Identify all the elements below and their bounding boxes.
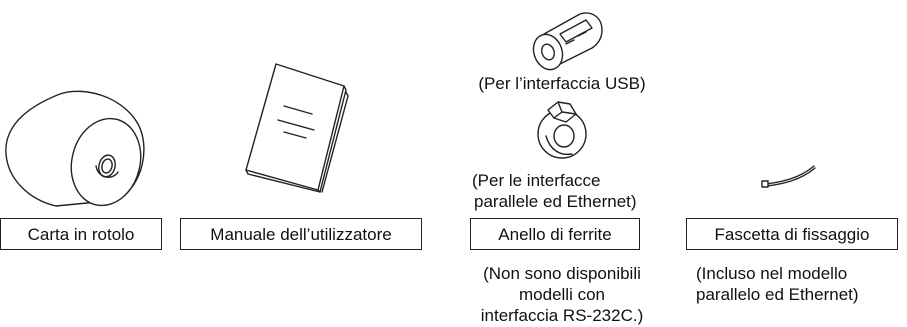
cable-tie-note-line2: parallelo ed Ethernet) — [696, 285, 859, 304]
manual-label: Manuale dell’utilizzatore — [180, 218, 422, 250]
ferrite-note-line2: modelli con — [519, 285, 605, 304]
parallel-caption-line1: (Per le interfacce — [472, 171, 601, 190]
manual-icon — [245, 63, 349, 193]
usb-caption: (Per l’interfaccia USB) — [478, 74, 646, 93]
cable-tie-label: Fascetta di fissaggio — [686, 218, 898, 250]
ferrite-usb-icon — [532, 12, 603, 71]
paper-roll-label: Carta in rotolo — [0, 218, 162, 250]
paper-roll-icon — [5, 90, 145, 207]
ferrite-note-line3: interfaccia RS-232C.) — [480, 306, 644, 325]
cable-tie-icon — [761, 165, 816, 188]
ferrite-label: Anello di ferrite — [470, 218, 640, 250]
cable-tie-note-line1: (Incluso nel modello — [696, 264, 848, 283]
ferrite-note-line1: (Non sono disponibili — [483, 264, 641, 283]
parallel-caption-line2: parallele ed Ethernet) — [474, 192, 637, 211]
ferrite-ring-icon — [537, 101, 587, 159]
